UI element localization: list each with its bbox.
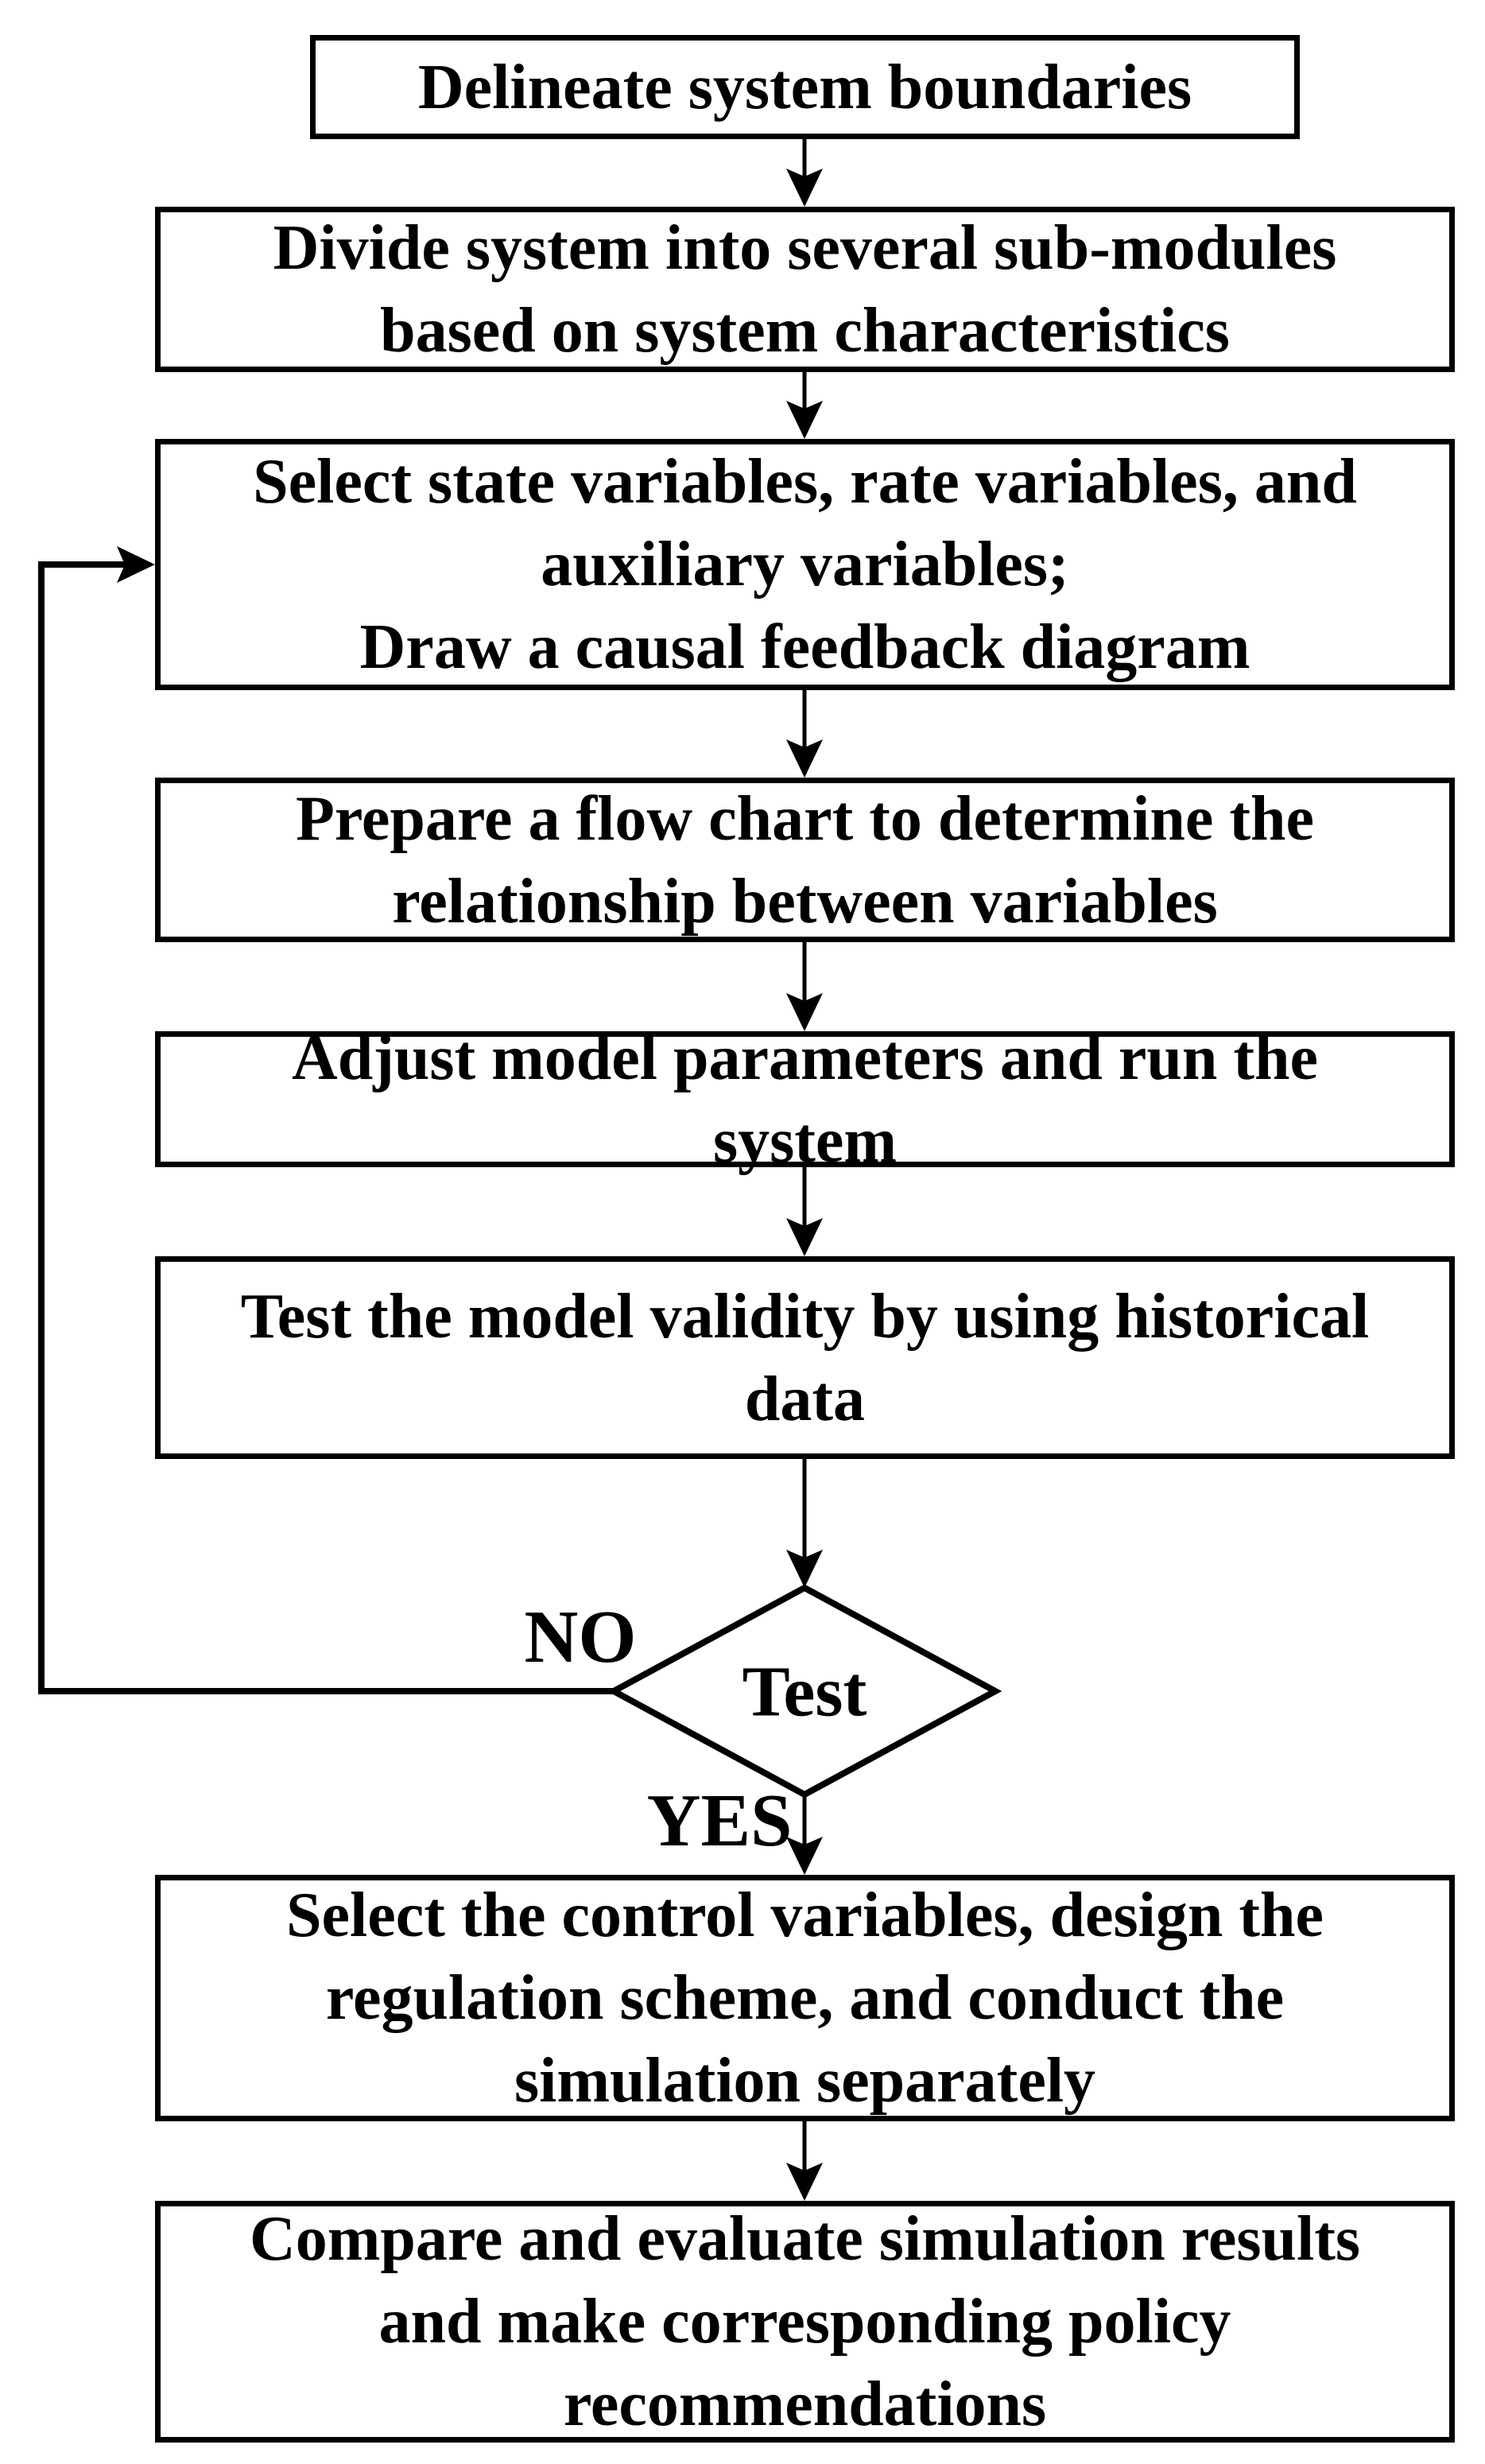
step-divide-submodules: Divide system into several sub-modules b… xyxy=(155,207,1455,372)
step-text: Delineate system boundaries xyxy=(417,52,1192,122)
arrow-down-1 xyxy=(786,135,823,207)
step-text: relationship between variables xyxy=(392,866,1218,937)
step-text: Select the control variables, design the xyxy=(285,1880,1324,1950)
step-text: Draw a causal feedback diagram xyxy=(359,612,1250,682)
yes-branch-label: YES xyxy=(646,1779,793,1862)
arrow-down-3 xyxy=(786,687,823,778)
step-text: data xyxy=(744,1364,866,1434)
step-text: simulation separately xyxy=(514,2046,1096,2116)
arrow-down-6 xyxy=(786,1456,823,1588)
feedback-no-arrow xyxy=(38,546,614,1694)
arrow-down-4 xyxy=(786,939,823,1031)
step-prepare-flow-chart: Prepare a flow chart to determine the re… xyxy=(155,778,1455,942)
step-test-validity: Test the model validity by using histori… xyxy=(155,1256,1455,1459)
arrow-down-5 xyxy=(786,1164,823,1256)
step-compare-evaluate: Compare and evaluate simulation results … xyxy=(155,2201,1455,2443)
step-text: and make corresponding policy xyxy=(378,2287,1231,2357)
step-text: Divide system into several sub-modules xyxy=(273,213,1337,283)
arrow-down-2 xyxy=(786,369,823,439)
step-text: auxiliary variables; xyxy=(541,530,1069,600)
step-delineate-boundaries: Delineate system boundaries xyxy=(310,35,1300,139)
arrows xyxy=(38,135,823,2201)
decision-label: Test xyxy=(742,1652,867,1732)
step-text: based on system characteristics xyxy=(380,296,1230,366)
step-text: Select state variables, rate variables, … xyxy=(253,447,1357,517)
step-text: regulation scheme, and conduct the xyxy=(325,1963,1285,2033)
decision-diamond xyxy=(607,1584,1002,1799)
step-text: Prepare a flow chart to determine the xyxy=(295,783,1315,854)
step-text: recommendations xyxy=(563,2369,1047,2439)
step-design-regulation: Select the control variables, design the… xyxy=(155,1875,1455,2121)
arrow-down-yes xyxy=(786,1793,823,1875)
no-branch-label: NO xyxy=(524,1596,637,1678)
step-adjust-parameters: Adjust model parameters and run the syst… xyxy=(155,1023,1455,1176)
step-text: Test the model validity by using histori… xyxy=(240,1281,1370,1352)
step-select-variables: Select state variables, rate variables, … xyxy=(155,439,1455,690)
arrow-down-7 xyxy=(786,2118,823,2201)
step-text: Adjust model parameters and run the xyxy=(291,1022,1319,1093)
step-text: system xyxy=(712,1105,898,1176)
step-text: Compare and evaluate simulation results xyxy=(249,2204,1361,2274)
